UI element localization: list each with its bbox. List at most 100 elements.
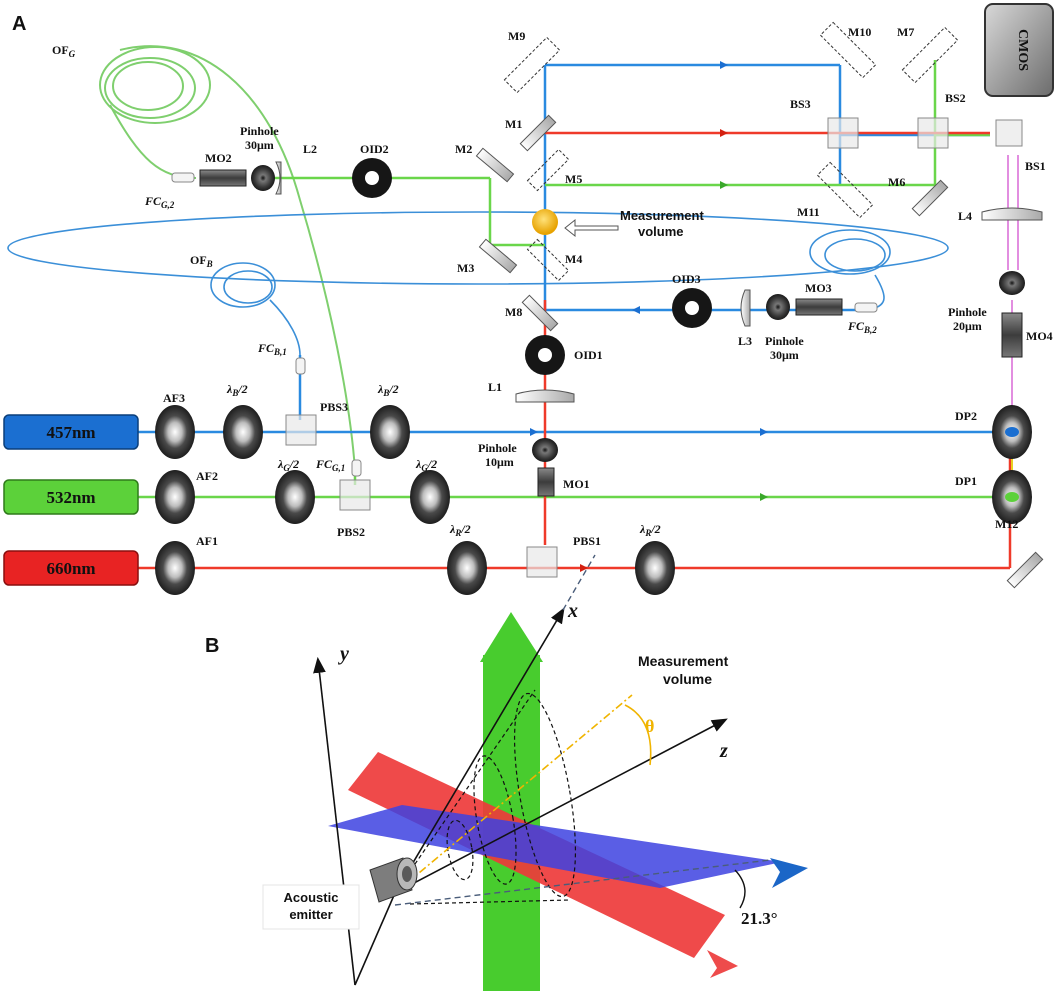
label-pinhole-d: Pinhole — [478, 441, 517, 455]
label-fcg2: FCG,2 — [144, 194, 175, 210]
label-waveplate-g2: λG/2 — [415, 457, 437, 473]
label-oid2: OID2 — [360, 142, 389, 156]
red-arrow — [707, 950, 738, 978]
emitter-label-1: Acoustic — [284, 890, 339, 905]
label-oid1: OID1 — [574, 348, 603, 362]
emitter-label-2: emitter — [289, 907, 332, 922]
label-m2: M2 — [455, 142, 472, 156]
label-waveplate-b2: λB/2 — [377, 382, 399, 398]
label-fcg1: FCG,1 — [315, 457, 345, 473]
cmos-label: CMOS — [1015, 29, 1030, 71]
laser-660nm-body — [3, 550, 139, 586]
label-m10: M10 — [848, 25, 871, 39]
measurement-volume-pointer — [564, 218, 619, 238]
label-dp1: DP1 — [955, 474, 977, 488]
label-af1: AF1 — [196, 534, 218, 548]
label-pinhole-b-size: 30μm — [770, 348, 799, 362]
axis-label-x: x — [567, 600, 578, 622]
label-pinhole-d-size: 10μm — [485, 455, 514, 469]
label-bs1: BS1 — [1025, 159, 1046, 173]
label-m9: M9 — [508, 29, 525, 43]
waveplates-and-filters — [155, 405, 1032, 595]
label-m12: M12 — [995, 517, 1018, 531]
angle-arc — [734, 869, 746, 909]
label-waveplate-r1: λR/2 — [449, 522, 471, 538]
label-pinhole-c: Pinhole — [948, 305, 987, 319]
measurement-volume-label-b-1: Measurement — [638, 653, 729, 669]
fiber-connectors — [171, 172, 878, 477]
angle-label: 21.3° — [741, 909, 778, 928]
beam-blue-main — [138, 63, 1010, 434]
label-fcb1: FCB,1 — [257, 341, 287, 357]
laser-532nm: 532nm — [3, 479, 139, 515]
label-m11: M11 — [797, 205, 820, 219]
laser-457nm: 457nm — [3, 414, 139, 450]
microscope-objectives — [199, 169, 1023, 497]
z-axis-dash — [394, 859, 771, 906]
mirror-set-dashed — [503, 21, 959, 282]
blue-light-sheet — [328, 805, 782, 888]
label-dp2: DP2 — [955, 409, 977, 423]
panel-b-label: B — [205, 635, 219, 657]
label-l2: L2 — [303, 142, 317, 156]
theta-arc — [624, 704, 652, 766]
label-mo4: MO4 — [1026, 329, 1053, 343]
beam-green-main — [138, 60, 1010, 499]
label-l4: L4 — [958, 209, 972, 223]
label-m4: M4 — [565, 252, 582, 266]
axis-label-y: y — [338, 643, 349, 665]
coordinate-axes — [313, 607, 728, 986]
measurement-volume-label-b-2: volume — [663, 671, 712, 687]
beam-splitter-cubes — [285, 117, 1023, 578]
theta-dash-axis — [394, 694, 633, 894]
measurement-volume-label-a-2: volume — [638, 224, 684, 239]
panel-a-label: A — [12, 13, 26, 35]
x-axis-extension — [562, 554, 596, 611]
label-ofg: OFG — [52, 43, 76, 59]
label-mo3: MO3 — [805, 281, 832, 295]
label-pinhole-a-size: 30μm — [245, 138, 274, 152]
beam-arrows — [530, 61, 768, 572]
pinholes — [251, 165, 1025, 462]
laser-532nm-body — [3, 479, 139, 515]
label-waveplate-g1: λG/2 — [277, 457, 299, 473]
label-m3: M3 — [457, 261, 474, 275]
label-m8: M8 — [505, 305, 522, 319]
laser-457nm-body — [3, 414, 139, 450]
label-m6: M6 — [888, 175, 905, 189]
label-ofb: OFB — [190, 253, 213, 269]
label-oid3: OID3 — [672, 272, 701, 286]
label-m5: M5 — [565, 172, 582, 186]
label-mo2: MO2 — [205, 151, 232, 165]
label-mo1: MO1 — [563, 477, 590, 491]
optical-isolators — [352, 158, 712, 375]
label-m7: M7 — [897, 25, 914, 39]
laser-660nm-label: 660nm — [46, 559, 95, 578]
label-pinhole-c-size: 20μm — [953, 319, 982, 333]
label-af2: AF2 — [196, 469, 218, 483]
mirror-set — [475, 114, 1044, 589]
measurement-volume-label-a-1: Measurement — [620, 208, 704, 223]
label-pbs2: PBS2 — [337, 525, 365, 539]
theta-label: θ — [645, 716, 654, 736]
acoustic-emitter — [369, 857, 418, 903]
label-fcb2: FCB,2 — [847, 319, 877, 335]
label-m1: M1 — [505, 117, 522, 131]
lenses — [275, 161, 1043, 403]
label-l3: L3 — [738, 334, 752, 348]
blue-arrow — [770, 858, 808, 888]
label-waveplate-b1: λB/2 — [226, 382, 248, 398]
fiber-of-g — [99, 45, 356, 471]
laser-532nm-label: 532nm — [46, 488, 95, 507]
axis-label-z: z — [719, 740, 728, 762]
label-bs3: BS3 — [790, 97, 811, 111]
measurement-volume-sphere — [532, 209, 558, 235]
label-pbs3: PBS3 — [320, 400, 348, 414]
emitter-label-box — [262, 884, 360, 930]
label-waveplate-r2: λR/2 — [639, 522, 661, 538]
label-l1: L1 — [488, 380, 502, 394]
laser-457nm-label: 457nm — [46, 423, 95, 442]
label-af3: AF3 — [163, 391, 185, 405]
label-pinhole-b: Pinhole — [765, 334, 804, 348]
